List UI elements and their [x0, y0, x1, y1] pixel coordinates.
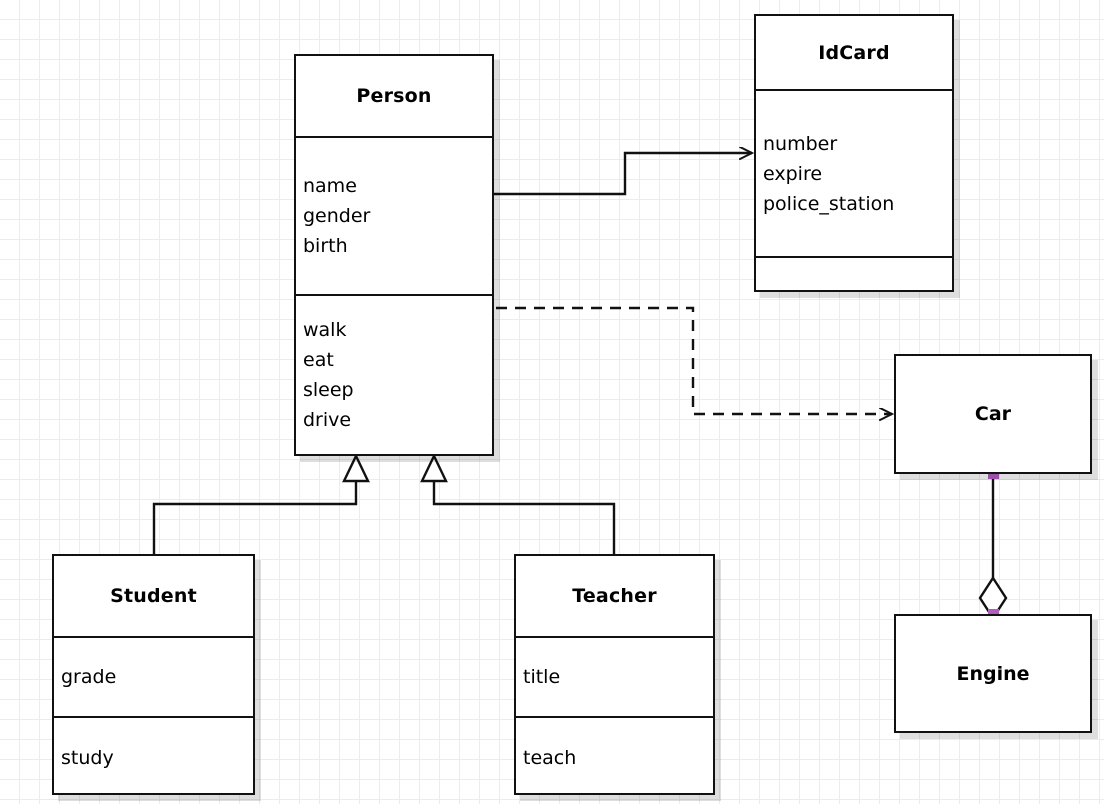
class-node-engine[interactable]: Engine: [894, 614, 1092, 733]
class-node-student[interactable]: Student grade study: [52, 554, 255, 795]
edge-car-engine[interactable]: [978, 474, 1008, 621]
class-name-label: Student: [110, 585, 197, 607]
attribute-item: gender: [303, 205, 371, 227]
class-name-teacher: Teacher: [516, 556, 713, 636]
class-node-car[interactable]: Car: [894, 354, 1092, 474]
class-name-engine: Engine: [896, 616, 1090, 731]
attribute-item: police_station: [763, 192, 895, 215]
class-name-label: Car: [974, 403, 1012, 425]
attribute-item: title: [523, 666, 561, 688]
operation-item: teach: [523, 746, 577, 769]
operation-item: study: [61, 746, 114, 769]
class-name-label: Teacher: [572, 585, 657, 607]
edge-person-car[interactable]: [496, 306, 892, 414]
class-name-idcard: IdCard: [756, 16, 952, 89]
class-name-person: Person: [296, 56, 492, 136]
attribute-item: birth: [303, 235, 348, 257]
operations-student: study: [54, 716, 253, 797]
operation-item: eat: [303, 349, 334, 371]
operations-person: walk eat sleep drive: [296, 294, 492, 454]
operation-item: sleep: [303, 379, 354, 401]
attributes-idcard: number expire police_station: [756, 89, 952, 256]
class-name-car: Car: [896, 356, 1090, 472]
operation-item: drive: [303, 409, 352, 431]
edge-person-idcard[interactable]: [494, 153, 752, 196]
edge-student-person[interactable]: [152, 453, 370, 554]
attributes-student: grade: [54, 636, 253, 716]
attribute-item: expire: [763, 162, 823, 185]
operations-teacher: teach: [516, 716, 713, 797]
class-name-label: Engine: [956, 662, 1030, 685]
attributes-person: name gender birth: [296, 136, 492, 294]
class-name-label: Person: [356, 85, 432, 107]
attribute-item: grade: [61, 666, 117, 688]
edge-teacher-person[interactable]: [420, 453, 616, 554]
class-node-person[interactable]: Person name gender birth walk eat sleep …: [294, 54, 494, 456]
attribute-item: number: [763, 132, 838, 155]
class-name-student: Student: [54, 556, 253, 636]
attribute-item: name: [303, 175, 357, 197]
class-node-idcard[interactable]: IdCard number expire police_station: [754, 14, 954, 292]
class-node-teacher[interactable]: Teacher title teach: [514, 554, 715, 795]
operation-item: walk: [303, 319, 347, 341]
attributes-teacher: title: [516, 636, 713, 716]
class-name-label: IdCard: [818, 41, 890, 64]
operations-idcard: [756, 256, 952, 290]
